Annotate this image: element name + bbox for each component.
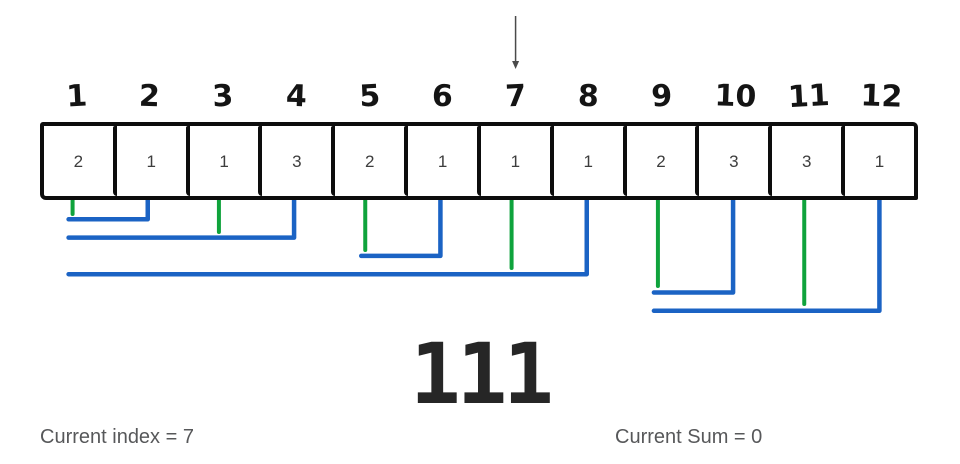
index-label: 9 bbox=[650, 78, 674, 115]
index-label: 3 bbox=[211, 78, 235, 115]
index-label: 7 bbox=[504, 78, 528, 115]
cell-value: 1 bbox=[510, 151, 521, 171]
cell-value: 3 bbox=[729, 151, 739, 171]
index-label: 6 bbox=[431, 78, 454, 115]
result-number: 111 bbox=[410, 325, 554, 423]
index-label: 11 bbox=[786, 77, 831, 116]
pointer-arrowhead bbox=[512, 61, 520, 69]
array-cell: 3 bbox=[768, 126, 841, 196]
blue-connector-line bbox=[66, 196, 297, 240]
blue-connector-line bbox=[359, 196, 443, 259]
cell-value: 1 bbox=[219, 151, 229, 171]
array-cell: 1 bbox=[404, 126, 477, 196]
blue-connector-line bbox=[66, 196, 150, 222]
array-cell: 2 bbox=[44, 126, 113, 196]
blue-connector-line bbox=[651, 196, 882, 314]
blue-connector-line bbox=[651, 196, 736, 295]
index-label: 2 bbox=[138, 78, 161, 115]
index-label: 4 bbox=[284, 78, 307, 115]
cell-value: 1 bbox=[146, 151, 156, 171]
array-cell: 1 bbox=[112, 126, 186, 196]
index-label: 8 bbox=[577, 78, 600, 115]
cell-value: 1 bbox=[874, 151, 885, 171]
blue-connector-line bbox=[66, 196, 589, 277]
array-cell: 3 bbox=[695, 126, 768, 196]
index-label: 12 bbox=[859, 78, 903, 115]
cell-value: 3 bbox=[292, 151, 302, 171]
array-cell: 2 bbox=[622, 126, 696, 196]
index-label: 10 bbox=[713, 78, 757, 115]
array-box-row: 2 1 1 3 2 1 1 1 2 3 3 1 bbox=[40, 122, 918, 200]
array-cell: 1 bbox=[185, 126, 259, 196]
current-index-label: Current index = 7 bbox=[40, 426, 194, 448]
array-cell: 1 bbox=[841, 126, 914, 196]
array-cell: 2 bbox=[331, 126, 404, 196]
cell-value: 1 bbox=[583, 151, 593, 171]
cell-value: 2 bbox=[73, 151, 84, 171]
array-cell: 1 bbox=[476, 126, 550, 196]
index-label: 1 bbox=[65, 78, 89, 115]
array-cell: 3 bbox=[258, 126, 331, 196]
array-cell: 1 bbox=[549, 126, 623, 196]
cell-value: 2 bbox=[364, 151, 375, 171]
current-sum-label: Current Sum = 0 bbox=[615, 426, 763, 448]
cell-value: 1 bbox=[437, 151, 448, 171]
cell-value: 2 bbox=[656, 151, 666, 171]
index-label: 5 bbox=[358, 78, 381, 115]
cell-value: 3 bbox=[801, 151, 812, 171]
